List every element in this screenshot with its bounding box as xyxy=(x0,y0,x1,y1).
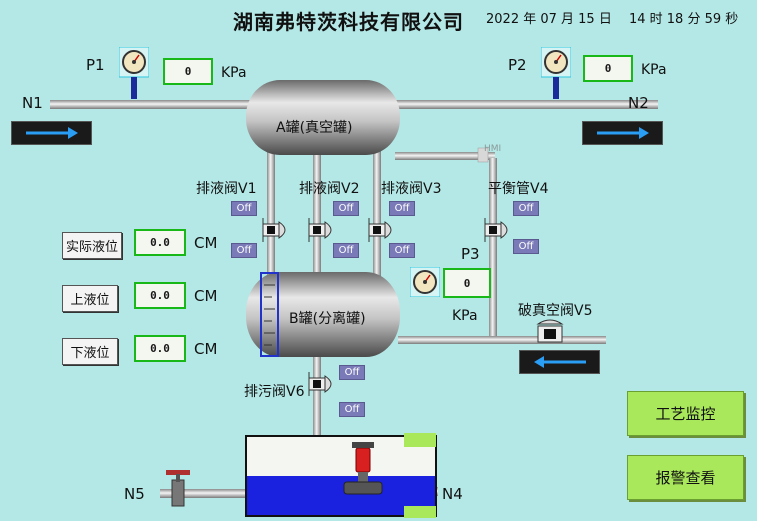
pressure-gauge-icon xyxy=(540,46,572,99)
level-gauge xyxy=(260,272,279,357)
valve-label-v1: 排液阀V1 xyxy=(196,181,257,197)
valve-icon xyxy=(262,218,286,242)
lower-level-unit: CM xyxy=(194,340,218,358)
lower-level-button[interactable]: 下液位 xyxy=(62,338,118,365)
tank-b-label: B罐(分离罐) xyxy=(289,311,366,327)
pressure-gauge-icon xyxy=(118,46,150,99)
balance-pipe-joint xyxy=(477,147,489,163)
pump-motor-icon xyxy=(355,447,371,473)
status-v1-top: Off xyxy=(231,201,257,216)
valve-label-v3: 排液阀V3 xyxy=(381,181,442,197)
valve-v2[interactable] xyxy=(307,216,339,248)
status-v6-bottom: Off xyxy=(339,402,365,417)
pressure-unit-p1: KPa xyxy=(221,65,247,81)
tank-b xyxy=(246,272,400,357)
pipe-label-n4: N4 xyxy=(442,485,463,503)
vent-pipe xyxy=(398,336,606,344)
actual-level-button[interactable]: 实际液位 xyxy=(62,232,122,259)
valve-v4[interactable] xyxy=(483,216,515,248)
valve-label-v2: 排液阀V2 xyxy=(299,181,360,197)
tank-status-indicator xyxy=(404,506,436,518)
upper-level-button[interactable]: 上液位 xyxy=(62,285,118,312)
status-v2-top: Off xyxy=(333,201,359,216)
valve-label-v5: 破真空阀V5 xyxy=(518,303,593,319)
pressure-value-p1: 0 xyxy=(163,58,213,85)
valve-icon xyxy=(308,218,332,242)
status-v3-bottom: Off xyxy=(389,243,415,258)
valve-label-v6: 排污阀V6 xyxy=(244,384,305,400)
actual-level-value: 0.0 xyxy=(134,229,186,256)
pressure-gauge-p2[interactable] xyxy=(540,46,572,99)
status-v3-top: Off xyxy=(389,201,415,216)
gauge-label-p2: P2 xyxy=(508,56,527,74)
pressure-value-p2: 0 xyxy=(583,55,633,82)
status-v6-top: Off xyxy=(339,365,365,380)
pipe-label-n2: N2 xyxy=(628,94,649,112)
status-v4-top: Off xyxy=(513,201,539,216)
status-v4-bottom: Off xyxy=(513,239,539,254)
valve-icon xyxy=(308,372,332,396)
tank-a-label: A罐(真空罐) xyxy=(276,120,353,136)
hmi-watermark: HMI xyxy=(484,144,502,154)
n5-valve-handle xyxy=(166,470,190,475)
valve-v3[interactable] xyxy=(367,216,399,248)
pipe-label-n1: N1 xyxy=(22,94,43,112)
lower-level-value: 0.0 xyxy=(134,335,186,362)
pump-status-indicator xyxy=(404,433,436,447)
valve-icon xyxy=(484,218,508,242)
pressure-gauge-p3[interactable] xyxy=(409,266,441,298)
flow-arrow-n1 xyxy=(11,121,92,145)
pipe-v3 xyxy=(373,150,381,280)
process-monitor-button[interactable]: 工艺监控 xyxy=(627,391,744,436)
pressure-value-p3: 0 xyxy=(443,268,491,298)
status-v2-bottom: Off xyxy=(333,243,359,258)
flow-arrow-n2 xyxy=(582,121,663,145)
status-v1-bottom: Off xyxy=(231,243,257,258)
valve-v5[interactable] xyxy=(530,318,570,352)
valve-label-v4: 平衡管V4 xyxy=(488,181,549,197)
gauge-label-p3: P3 xyxy=(461,245,480,263)
arrow-right-icon xyxy=(26,127,78,139)
balance-pipe-top xyxy=(395,152,495,160)
alarm-view-button[interactable]: 报警查看 xyxy=(627,455,744,500)
pressure-unit-p2: KPa xyxy=(641,62,667,78)
water xyxy=(247,476,435,515)
pressure-gauge-p1[interactable] xyxy=(118,46,150,99)
upper-level-value: 0.0 xyxy=(134,282,186,309)
valve-v6[interactable] xyxy=(307,370,339,402)
pipe-v1 xyxy=(267,150,275,280)
pipe-v6 xyxy=(313,350,321,440)
pipe-label-n5: N5 xyxy=(124,485,145,503)
pipe-v2 xyxy=(313,150,321,280)
pipe-n5 xyxy=(160,489,248,498)
flow-arrow-v5 xyxy=(519,350,600,374)
arrow-right-icon xyxy=(597,127,649,139)
datetime-display: 2022 年 07 月 15 日 14 时 18 分 59 秒 xyxy=(486,12,739,27)
balance-pipe-vertical xyxy=(489,158,497,340)
valve-icon xyxy=(368,218,392,242)
gauge-label-p1: P1 xyxy=(86,56,105,74)
arrow-left-icon xyxy=(534,356,586,368)
valve-icon xyxy=(536,319,564,343)
tank-a xyxy=(246,80,400,155)
actual-level-unit: CM xyxy=(194,234,218,252)
pressure-gauge-icon xyxy=(409,266,441,298)
valve-v1[interactable] xyxy=(261,216,293,248)
pressure-unit-p3: KPa xyxy=(452,308,478,324)
upper-level-unit: CM xyxy=(194,287,218,305)
company-title: 湖南弗特茨科技有限公司 xyxy=(233,10,464,34)
